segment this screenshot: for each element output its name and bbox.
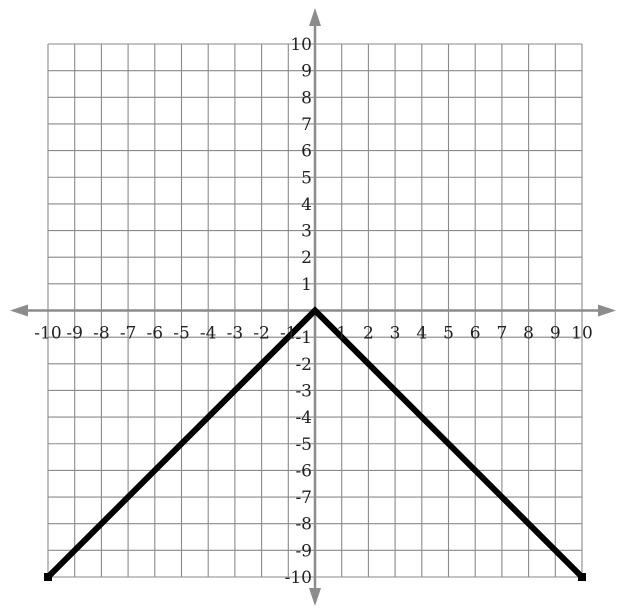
series-endpoint-marker (44, 573, 52, 581)
y-tick-label: -8 (295, 515, 312, 535)
y-tick-label: -2 (295, 355, 312, 375)
y-tick-label: -10 (285, 568, 312, 588)
x-tick-label: -7 (120, 324, 137, 344)
y-tick-label: -5 (295, 435, 312, 455)
x-tick-label: 6 (470, 324, 481, 344)
series-endpoint-marker (578, 573, 586, 581)
x-tick-label: -2 (253, 324, 270, 344)
x-tick-label: -10 (34, 324, 61, 344)
x-tick-label: -6 (147, 324, 164, 344)
x-tick-label: 9 (550, 324, 561, 344)
y-tick-label: 3 (301, 222, 312, 242)
x-tick-label: 1 (336, 324, 347, 344)
y-tick-label: 2 (301, 248, 312, 268)
x-tick-label: 4 (416, 324, 427, 344)
y-tick-label: 6 (301, 142, 312, 162)
y-tick-label: -4 (295, 408, 312, 428)
x-tick-label: 10 (571, 324, 593, 344)
y-axis-arrow-up-icon (309, 8, 321, 26)
y-tick-label: 8 (301, 88, 312, 108)
x-tick-label: -8 (93, 324, 110, 344)
x-tick-label: -4 (200, 324, 217, 344)
y-tick-label: 5 (301, 168, 312, 188)
y-tick-label: -1 (295, 328, 312, 348)
x-tick-label: -3 (227, 324, 244, 344)
series-line (45, 306, 585, 580)
x-tick-label: 7 (496, 324, 507, 344)
series-lines (44, 306, 586, 581)
x-tick-label: -9 (66, 324, 83, 344)
x-tick-label: 8 (523, 324, 534, 344)
y-tick-label: -3 (295, 381, 312, 401)
x-tick-label: 5 (443, 324, 454, 344)
x-axis-arrow-right-icon (598, 304, 616, 317)
x-axis-arrow-left-icon (10, 304, 28, 317)
x-tick-label: 3 (390, 324, 401, 344)
y-tick-label: -7 (295, 488, 312, 508)
y-tick-label: -6 (295, 461, 312, 481)
y-tick-label: 9 (301, 62, 312, 82)
y-tick-label: 1 (301, 275, 312, 295)
x-tick-label: -1 (280, 324, 297, 344)
y-tick-label: 4 (301, 195, 312, 215)
x-tick-label: 2 (363, 324, 374, 344)
y-tick-label: -9 (295, 541, 312, 561)
x-tick-label: -5 (173, 324, 190, 344)
y-axis-arrow-down-icon (309, 588, 321, 606)
y-tick-label: 7 (301, 115, 312, 135)
y-tick-label: 10 (290, 35, 312, 55)
